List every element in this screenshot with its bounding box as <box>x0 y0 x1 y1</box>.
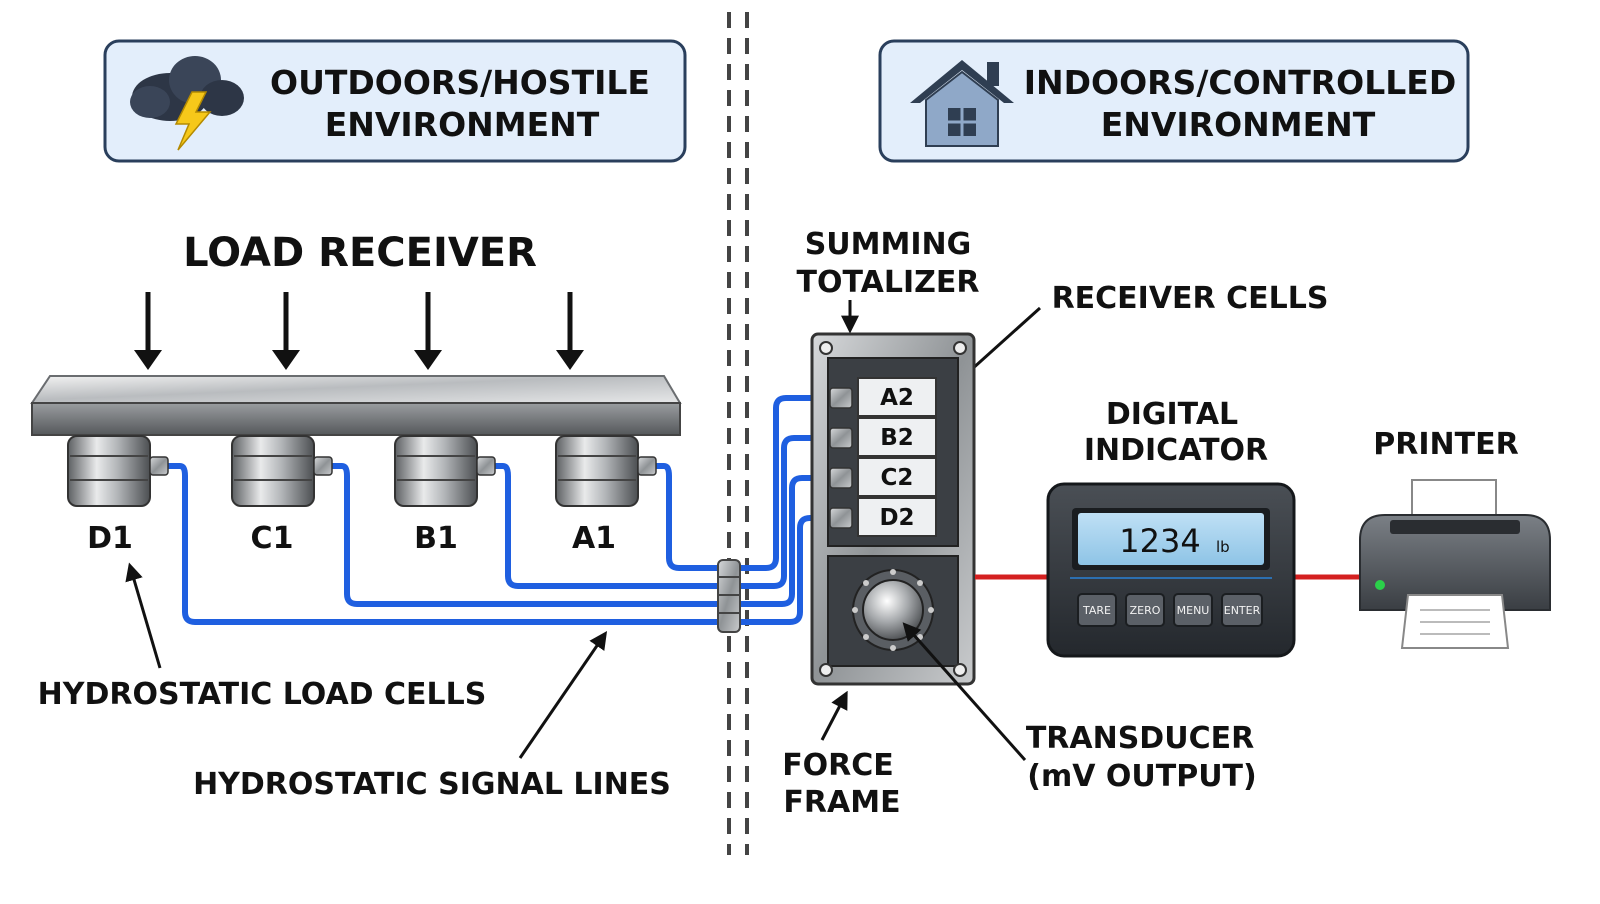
receiver-cell-label-a2: A2 <box>880 385 914 411</box>
load-cell-c1 <box>231 435 333 507</box>
load-arrow-3 <box>414 292 442 370</box>
hydrostatic-signal-lines <box>162 395 833 625</box>
signal-line-d <box>162 463 833 625</box>
outdoor-environment-header: OUTDOORS/HOSTILE ENVIRONMENT <box>103 39 687 163</box>
load-cell-label-b1: B1 <box>414 521 458 556</box>
indicator-reading: 1234 <box>1119 522 1200 560</box>
signal-lines-pointer <box>518 631 608 759</box>
storm-cloud-icon <box>130 56 244 151</box>
house-icon <box>910 60 1014 147</box>
load-cells-pointer <box>125 562 162 669</box>
summing-totalizer-label-line1: SUMMING <box>805 227 972 262</box>
hydrostatic-load-cells-label: HYDROSTATIC LOAD CELLS <box>38 677 487 712</box>
load-cell-label-d1: D1 <box>87 521 133 556</box>
zero-button[interactable]: ZERO <box>1125 593 1165 627</box>
summing-totalizer-label-line2: TOTALIZER <box>797 265 980 300</box>
receiver-cell-b2: B2 <box>829 417 937 457</box>
environment-divider <box>727 12 749 855</box>
receiver-cell-c2: C2 <box>829 457 937 497</box>
indicator-unit: lb <box>1216 538 1230 556</box>
enter-button[interactable]: ENTER <box>1221 593 1263 627</box>
signal-line-clamp <box>717 559 741 633</box>
receiver-cell-label-c2: C2 <box>881 465 914 491</box>
receiver-cells-label: RECEIVER CELLS <box>1052 281 1329 316</box>
indoor-environment-header: INDOORS/CONTROLLED ENVIRONMENT <box>878 39 1470 163</box>
digital-indicator-label-line2: INDICATOR <box>1084 433 1268 468</box>
digital-indicator-label-line1: DIGITAL <box>1106 397 1238 432</box>
indoor-header-line2: ENVIRONMENT <box>1101 105 1376 144</box>
receiver-cell-d2: D2 <box>829 497 937 537</box>
outdoor-header-line1: OUTDOORS/HOSTILE <box>270 63 650 102</box>
load-cell-label-c1: C1 <box>251 521 294 556</box>
printer-icon <box>1359 479 1551 649</box>
indicator-display <box>1078 513 1264 565</box>
hydrostatic-signal-lines-label: HYDROSTATIC SIGNAL LINES <box>193 767 671 802</box>
menu-button[interactable]: MENU <box>1173 593 1213 627</box>
load-receiver-plate <box>30 375 682 436</box>
receiver-cell-a2: A2 <box>829 377 937 417</box>
load-cell-label-a1: A1 <box>572 521 616 556</box>
load-arrow-1 <box>134 292 162 370</box>
force-frame-label-line1: FORCE <box>782 748 894 783</box>
transducer-label-line2: (mV OUTPUT) <box>1027 759 1256 794</box>
force-frame-label-line2: FRAME <box>783 785 900 820</box>
digital-indicator: 1234 lb TARE ZERO MENU ENTER <box>1046 482 1296 658</box>
signal-line-b <box>490 435 833 589</box>
load-arrows <box>134 292 584 370</box>
enter-button-label: ENTER <box>1224 604 1261 617</box>
signal-line-a <box>652 395 833 571</box>
receiver-cell-label-d2: D2 <box>879 505 914 531</box>
tare-button-label: TARE <box>1082 604 1111 617</box>
indoor-header-line1: INDOORS/CONTROLLED <box>1024 63 1456 102</box>
tare-button[interactable]: TARE <box>1077 593 1117 627</box>
signal-line-c <box>327 463 833 607</box>
transducer-knob <box>852 569 934 651</box>
load-arrow-2 <box>272 292 300 370</box>
menu-button-label: MENU <box>1177 604 1210 617</box>
zero-button-label: ZERO <box>1130 604 1161 617</box>
load-cell-a1 <box>555 435 657 507</box>
load-receiver-label: LOAD RECEIVER <box>183 230 537 276</box>
printer-label: PRINTER <box>1373 427 1518 462</box>
load-cell-b1 <box>394 435 496 507</box>
receiver-cell-label-b2: B2 <box>880 425 914 451</box>
force-frame-pointer <box>820 690 848 741</box>
transducer-pointer <box>902 622 1027 761</box>
outdoor-header-line2: ENVIRONMENT <box>325 105 600 144</box>
load-arrow-4 <box>556 292 584 370</box>
load-cell-d1 <box>67 435 169 507</box>
transducer-label-line1: TRANSDUCER <box>1026 721 1254 756</box>
